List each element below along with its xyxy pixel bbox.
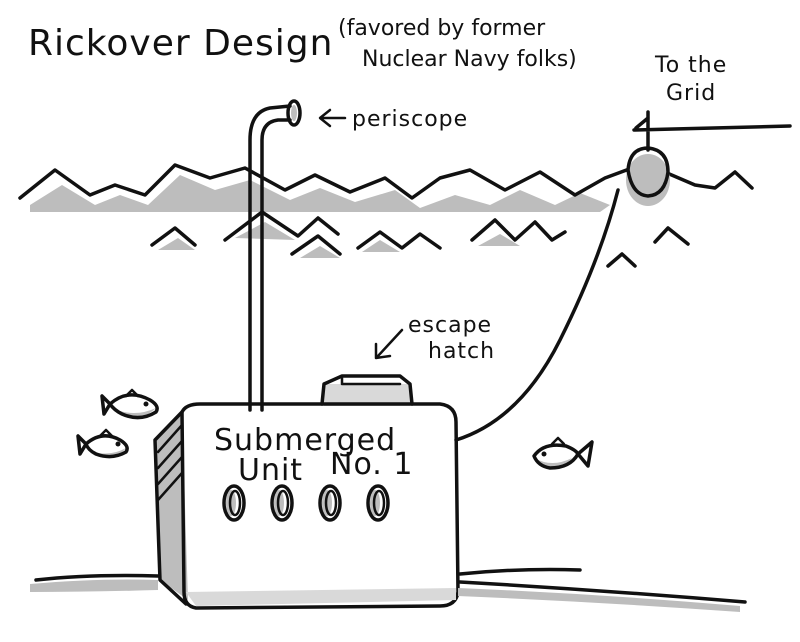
sea-floor xyxy=(30,567,747,612)
grid-label-line-2: Grid xyxy=(666,81,716,106)
grid-cable xyxy=(454,188,620,442)
periscope-label: periscope xyxy=(352,107,468,132)
porthole xyxy=(366,484,390,522)
hatch-label-line-2: hatch xyxy=(428,339,495,364)
ocean-waves xyxy=(18,163,754,268)
porthole-row xyxy=(222,484,390,522)
hatch-arrow xyxy=(374,328,404,360)
periscope-arrow xyxy=(318,108,347,128)
title-note-line-2: Nuclear Navy folks) xyxy=(362,47,577,72)
unit-label-number: No. 1 xyxy=(330,447,413,482)
grid-buoy xyxy=(626,110,792,206)
porthole xyxy=(318,484,342,522)
diagram-title: Rickover Design xyxy=(28,23,333,64)
unit-label-line-1: Submerged xyxy=(214,423,396,458)
porthole xyxy=(222,484,246,522)
periscope xyxy=(248,99,302,412)
hatch-label-line-1: escape xyxy=(408,313,492,338)
fish-right xyxy=(532,436,594,470)
unit-label-word-unit: Unit xyxy=(238,453,303,488)
title-note-line-1: (favored by former xyxy=(338,16,546,41)
fish-top-left xyxy=(100,388,159,420)
escape-hatch xyxy=(320,374,414,406)
fish-left xyxy=(76,428,129,459)
grid-label-line-1: To the xyxy=(654,53,727,78)
porthole xyxy=(270,484,294,522)
